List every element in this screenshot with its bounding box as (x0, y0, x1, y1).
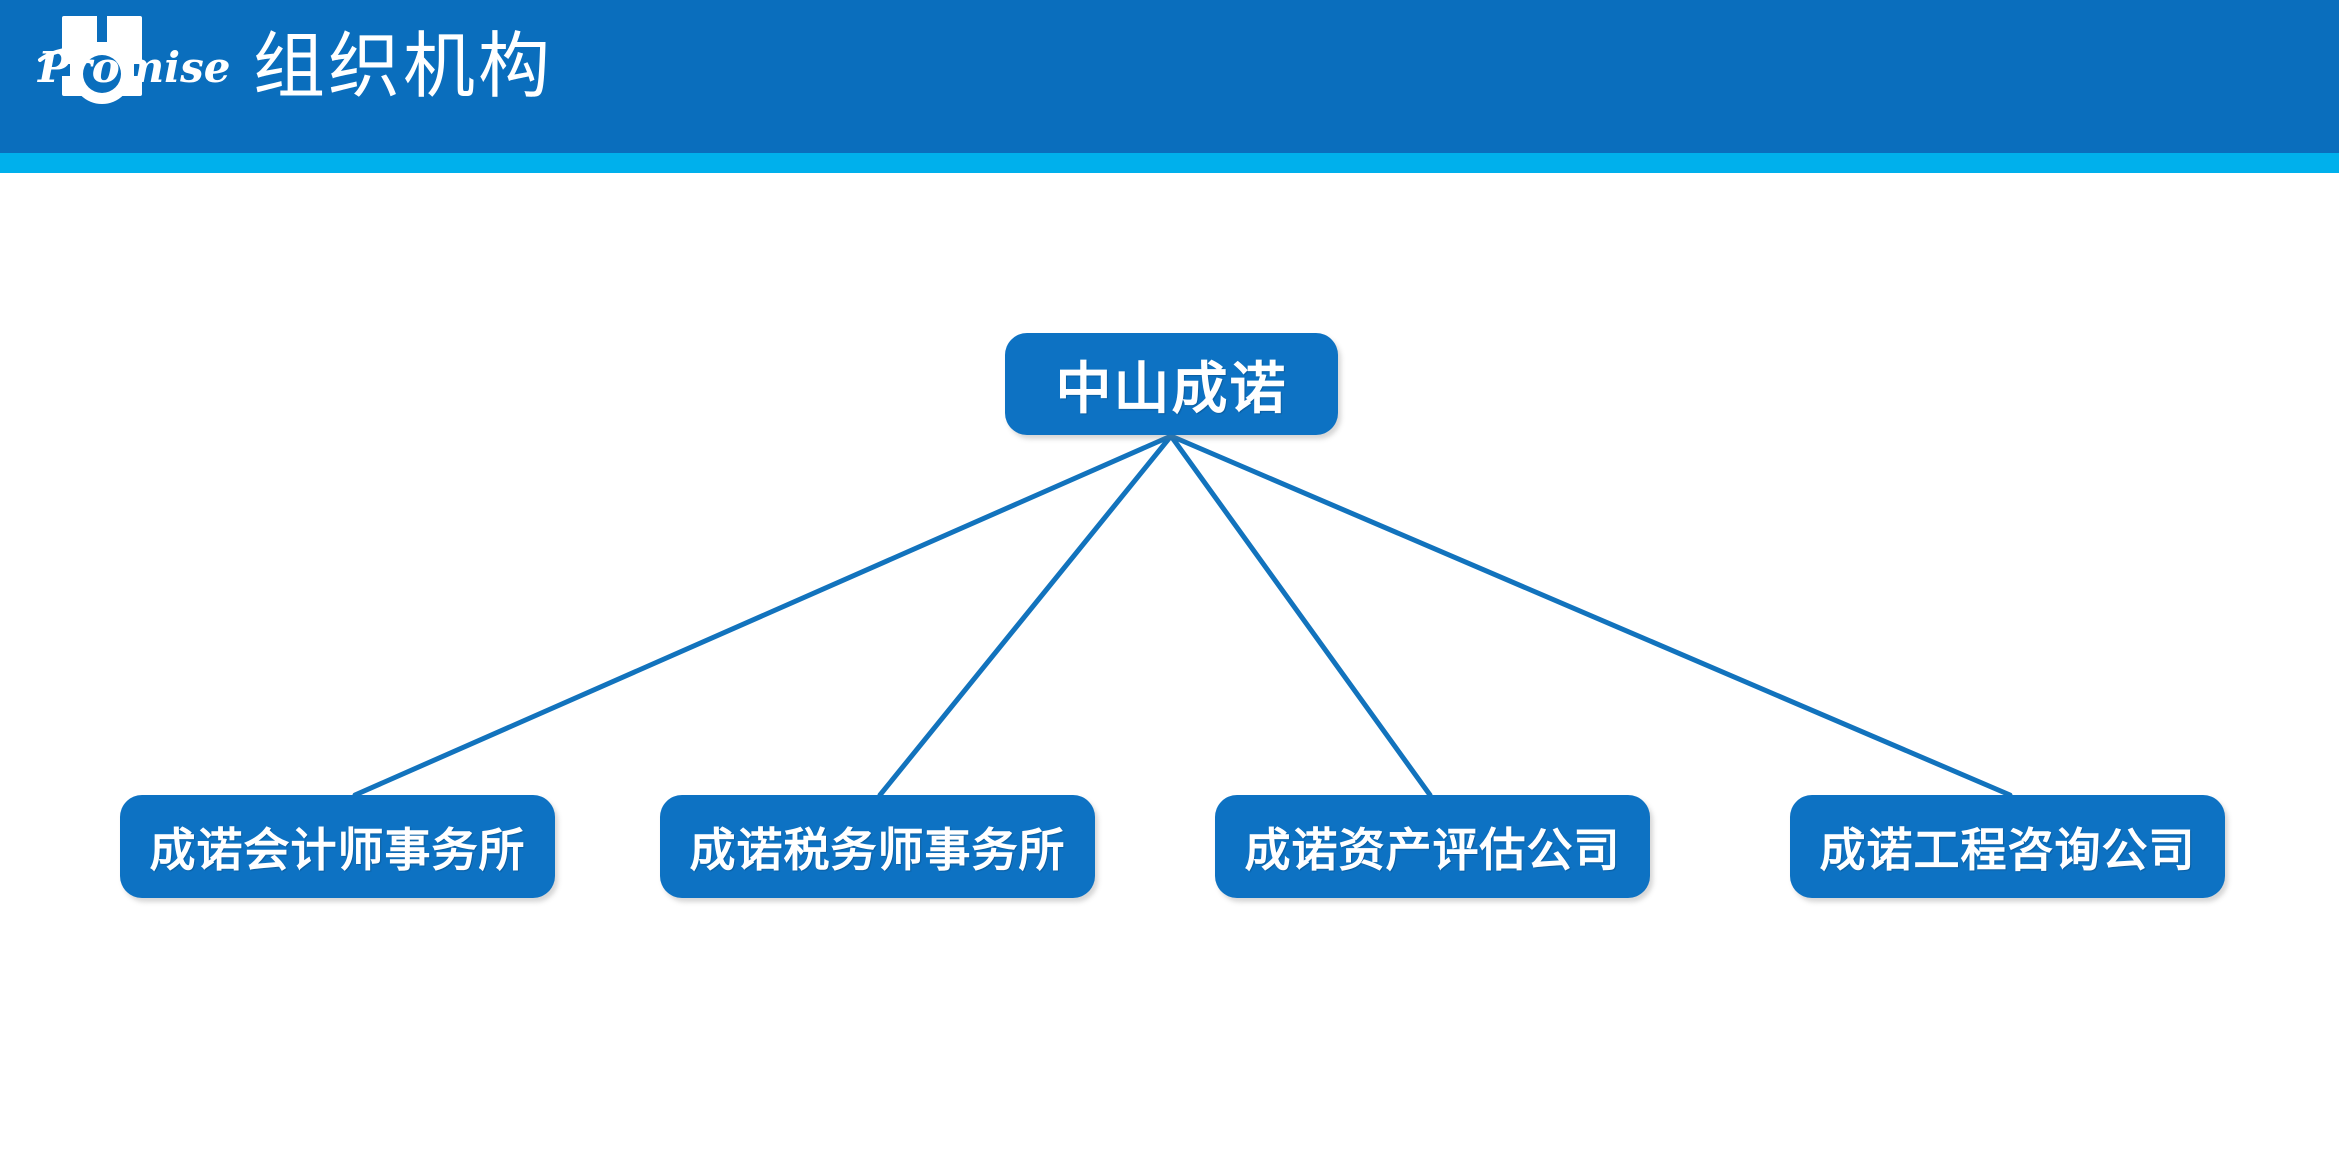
promise-wordmark-text: Promise (37, 43, 231, 92)
brand-logo: Promise (32, 0, 247, 175)
header-band (0, 0, 2339, 153)
org-chart: 中山成诺 成诺会计师事务所 成诺税务师事务所 成诺资产评估公司 成诺工程咨询公司 (0, 173, 2339, 1154)
org-node-leaf-1[interactable]: 成诺税务师事务所 (660, 795, 1095, 898)
page-title: 组织机构 (253, 24, 554, 108)
org-node-leaf-2-label: 成诺资产评估公司 (1244, 822, 1621, 877)
org-node-leaf-3-label: 成诺工程咨询公司 (1819, 822, 2196, 877)
org-node-leaf-1-label: 成诺税务师事务所 (689, 822, 1066, 877)
connector-root-to-leaf-1 (877, 433, 1174, 798)
org-chart-connectors (352, 433, 2013, 798)
org-node-leaf-3[interactable]: 成诺工程咨询公司 (1790, 795, 2225, 898)
org-node-root-label: 中山成诺 (1055, 356, 1288, 422)
connector-root-to-leaf-0 (352, 433, 1174, 798)
org-node-leaf-2[interactable]: 成诺资产评估公司 (1215, 795, 1650, 898)
header-accent-stripe (0, 153, 2339, 173)
org-node-leaf-0-label: 成诺会计师事务所 (149, 822, 526, 877)
org-node-root[interactable]: 中山成诺 (1005, 333, 1338, 435)
promise-wordmark: Promise (37, 43, 231, 92)
org-node-leaf-0[interactable]: 成诺会计师事务所 (120, 795, 555, 898)
connector-root-to-leaf-3 (1168, 433, 2013, 798)
promise-square-circle-mark (58, 12, 146, 116)
connector-root-to-leaf-2 (1168, 433, 1433, 798)
